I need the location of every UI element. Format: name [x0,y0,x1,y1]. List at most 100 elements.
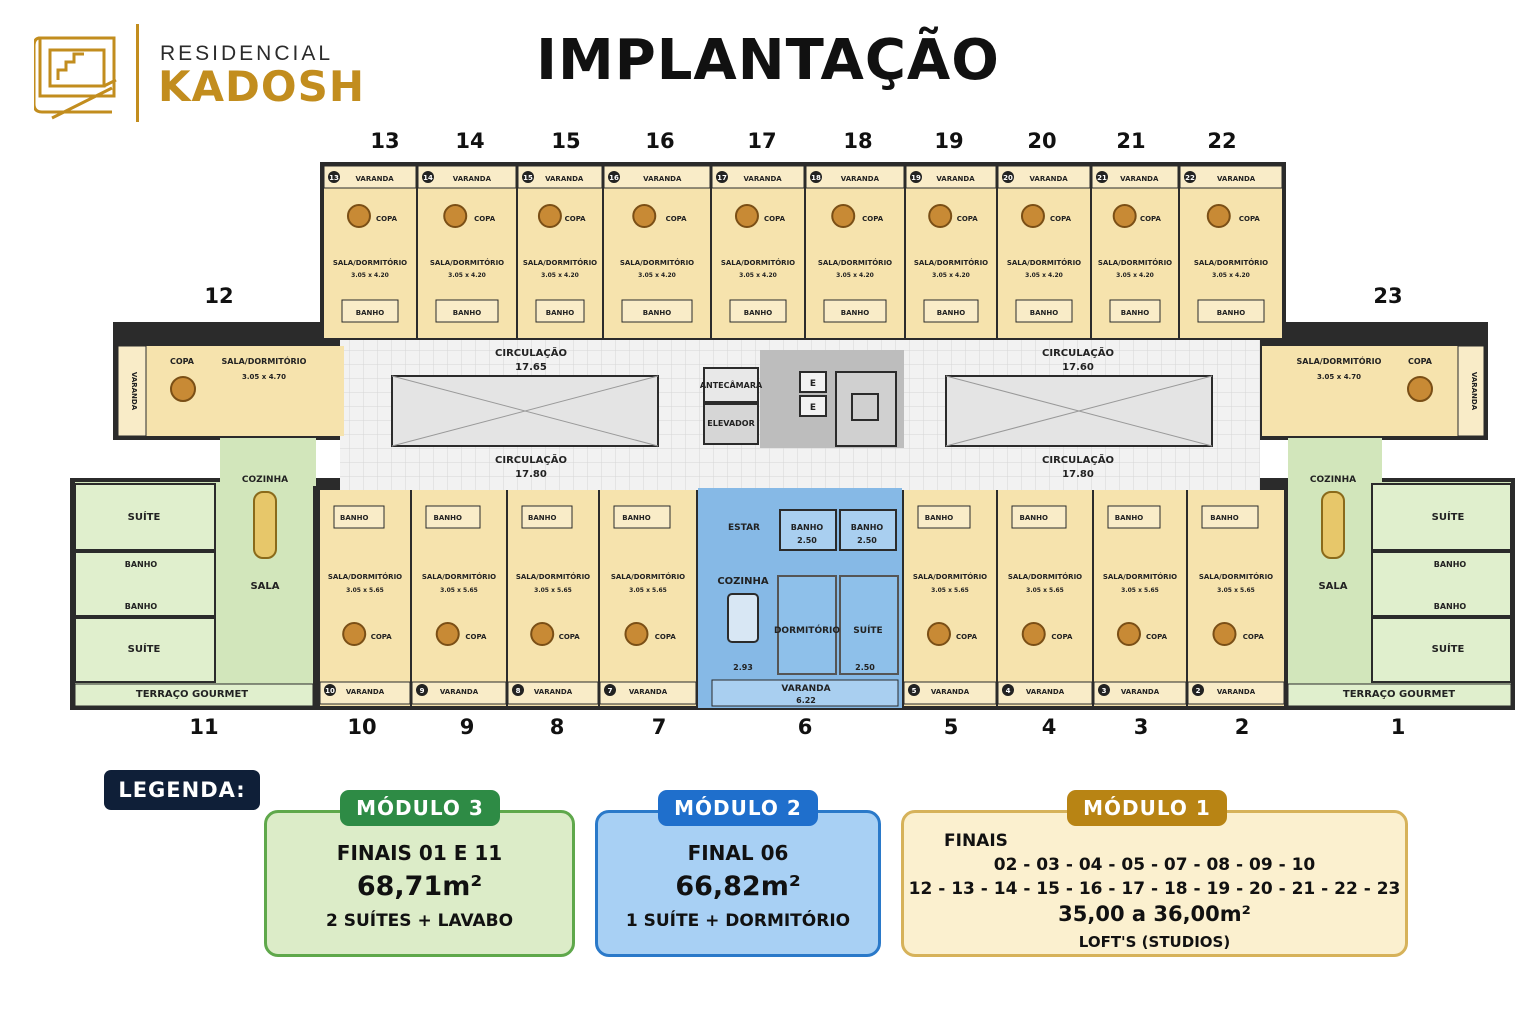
unit-16-varanda-label: VARANDA [643,175,682,183]
unit-11-suite-top [74,483,216,551]
unit-12-floor [118,346,344,436]
unit-7-bath [613,505,671,529]
unit-1-cozinha: COZINHA [1310,475,1356,485]
unit-22-badge [1184,171,1196,183]
unit-10-badge-number: 10 [325,687,335,695]
unit-10-copa-label: COPA [371,633,393,641]
stair-e1-label: E [810,379,816,389]
unit-1-banho-1: BANHO [1434,560,1467,569]
unit-17-banho-label: BANHO [744,309,772,317]
logo-icon [34,36,117,120]
module-2-card: FINAL 06 66,82m² 1 SUÍTE + DORMITÓRIO [595,810,881,957]
unit-14-varanda-label: VARANDA [453,175,492,183]
unit-21-sala-label: SALA/DORMITÓRIO [1098,258,1172,267]
unit-15-table [537,204,562,228]
unit-2-bath [1201,505,1259,529]
antecamara-label: ANTECÂMARA [700,379,763,390]
core-stairs [835,371,897,447]
unit-15-dim-label: 3.05 x 4.20 [541,272,579,279]
module-3-card: FINAIS 01 E 11 68,71m² 2 SUÍTES + LAVABO [264,810,575,957]
unit-13-badge-number: 13 [329,174,339,182]
unit-22-bath [1197,299,1265,323]
unit-18-sala-label: SALA/DORMITÓRIO [818,258,892,267]
unit-6-suite-dim: 2.50 [855,663,875,672]
core-antecamara [703,367,759,403]
unit-number-9: 9 [460,715,475,739]
circ-top-right-length: 17.60 [1062,362,1094,373]
unit-15-varanda-label: VARANDA [545,175,584,183]
unit-4-badge [1002,684,1014,696]
unit-2-banho-label: BANHO [1210,514,1238,522]
unit-18-dim-label: 3.05 x 4.20 [836,272,874,279]
unit-3-varanda-label: VARANDA [1121,688,1160,696]
module-1-tag: MÓDULO 1 [1067,790,1227,826]
unit-16-banho-label: BANHO [643,309,671,317]
unit-20-bath [1015,299,1073,323]
unit-11-kitchen [220,438,316,486]
unit-21-badge [1096,171,1108,183]
unit-9-varanda-label: VARANDA [440,688,479,696]
unit-18-varanda-label: VARANDA [841,175,880,183]
unit-1-suite-bottom-label: SUÍTE [1432,642,1465,655]
unit-number-20: 20 [1027,129,1056,153]
unit-1-terrace-label: TERRAÇO GOURMET [1343,689,1455,700]
unit-11-banho-2: BANHO [125,602,158,611]
unit-19-varanda [905,165,997,189]
unit-14-table [443,204,468,228]
unit-14-dim-label: 3.05 x 4.20 [448,272,486,279]
unit-9-banho-label: BANHO [434,514,462,522]
unit-6-dining-table [727,593,759,643]
elevador-label: ELEVADOR [707,419,754,428]
legend-label: LEGENDA: [104,770,260,810]
unit-6-banho-2-dim: 2.50 [857,536,877,545]
unit-7-banho-label: BANHO [622,514,650,522]
unit-17-dim-label: 3.05 x 4.20 [739,272,777,279]
unit-1-dining-table [1321,491,1345,559]
unit-11-suite-bottom-label: SUÍTE [128,642,161,655]
unit-18-badge [810,171,822,183]
unit-5-copa-label: COPA [956,633,978,641]
unit-3-table [1116,622,1141,646]
unit-4-varanda [997,681,1093,705]
unit-23-veranda [1457,345,1485,437]
unit-16-dim-label: 3.05 x 4.20 [638,272,676,279]
unit-9-badge-number: 9 [420,687,425,695]
unit-number-7: 7 [652,715,667,739]
unit-21-dim-label: 3.05 x 4.20 [1116,272,1154,279]
unit-2-dim-label: 3.05 x 5.65 [1217,587,1255,594]
unit-2-badge [1192,684,1204,696]
unit-8-badge [512,684,524,696]
unit-11-sala: SALA [250,581,279,592]
unit-6-suite-label: SUÍTE [853,624,882,636]
unit-8-varanda [507,681,599,705]
unit-12-varanda: VARANDA [130,372,138,411]
unit-23-dim: 3.05 x 4.70 [1317,373,1361,381]
unit-2-varanda-label: VARANDA [1217,688,1256,696]
unit-19-banho-label: BANHO [937,309,965,317]
unit-number-6: 6 [798,715,813,739]
unit-10-badge [324,684,336,696]
module-1-line1: 02 - 03 - 04 - 05 - 07 - 08 - 09 - 10 [993,855,1316,875]
unit-6-bath-2 [839,509,897,551]
circ-top-left-length: 17.65 [515,362,547,373]
unit-number-10: 10 [347,715,376,739]
unit-14-copa-label: COPA [474,215,496,223]
unit-5-badge [908,684,920,696]
unit-20-badge-number: 20 [1003,174,1013,182]
unit-23-sala: SALA/DORMITÓRIO [1297,355,1382,366]
unit-22-copa-label: COPA [1239,215,1261,223]
unit-number-1: 1 [1391,715,1406,739]
module-1-card: FINAIS 02 - 03 - 04 - 05 - 07 - 08 - 09 … [901,810,1408,957]
unit-4-dim-label: 3.05 x 5.65 [1026,587,1064,594]
void-left-cross [391,375,659,447]
unit-6-banho-1: BANHO [791,523,824,532]
unit-22-banho-label: BANHO [1217,309,1245,317]
unit-4-copa-label: COPA [1051,633,1073,641]
module-3-area: 68,71m² [356,871,483,902]
unit-9-varanda [411,681,507,705]
unit-2-table [1212,622,1237,646]
unit-16-varanda [603,165,711,189]
module-2-line3: 1 SUÍTE + DORMITÓRIO [625,911,851,931]
unit-5-bath [917,505,971,529]
module-1-line2: 12 - 13 - 14 - 15 - 16 - 17 - 18 - 19 - … [908,879,1401,899]
